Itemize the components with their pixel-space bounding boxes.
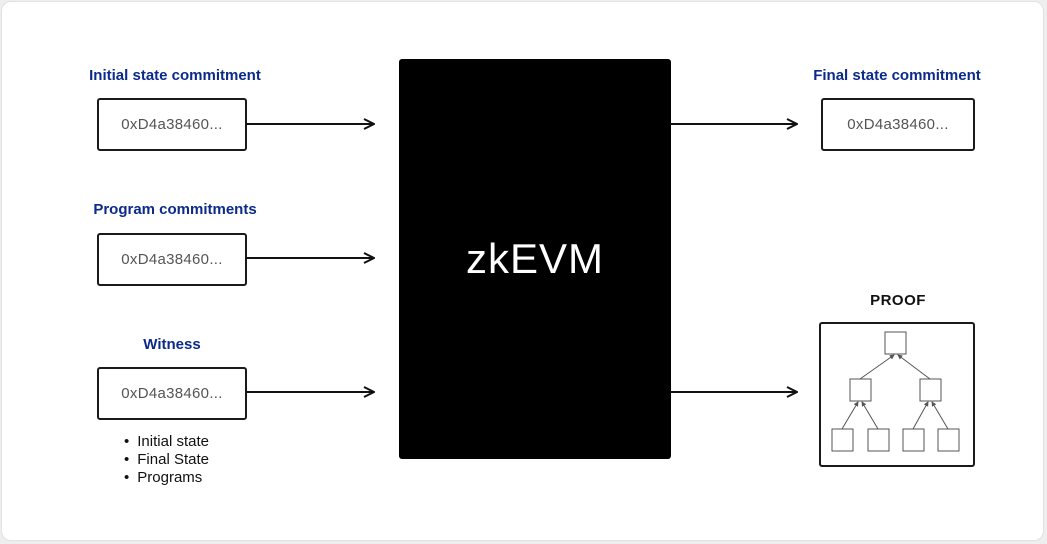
witness-box: 0xD4a38460... (97, 367, 247, 420)
tree-leaf (902, 428, 925, 452)
tree-edge (859, 354, 895, 380)
tree-node-root (884, 331, 907, 355)
zkevm-block: zkEVM (399, 59, 671, 459)
witness-label: Witness (143, 336, 201, 353)
tree-edge (897, 354, 931, 380)
program-commitments-label: Program commitments (93, 201, 257, 218)
tree-node-left (849, 378, 872, 402)
initial-state-value: 0xD4a38460... (121, 116, 223, 133)
tree-edge (931, 401, 949, 430)
initial-state-label: Initial state commitment (89, 67, 261, 84)
tree-leaf (831, 428, 854, 452)
tree-edge (912, 401, 929, 430)
tree-edge (861, 401, 879, 430)
merkle-tree-icon (831, 331, 960, 452)
proof-label: PROOF (870, 292, 926, 309)
program-commitments-value: 0xD4a38460... (121, 251, 223, 268)
witness-item: Final State (124, 451, 209, 469)
tree-leaf (867, 428, 890, 452)
program-commitments-box: 0xD4a38460... (97, 233, 247, 286)
tree-edge (841, 401, 859, 430)
final-state-box: 0xD4a38460... (821, 98, 975, 151)
tree-node-right (919, 378, 942, 402)
final-state-value: 0xD4a38460... (847, 116, 949, 133)
witness-item: Programs (124, 469, 209, 487)
zkevm-label: zkEVM (465, 235, 604, 282)
witness-value: 0xD4a38460... (121, 385, 223, 402)
witness-item: Initial state (124, 433, 209, 451)
tree-leaf (937, 428, 960, 452)
final-state-label: Final state commitment (813, 67, 981, 84)
witness-contents-list: Initial state Final State Programs (124, 433, 209, 487)
